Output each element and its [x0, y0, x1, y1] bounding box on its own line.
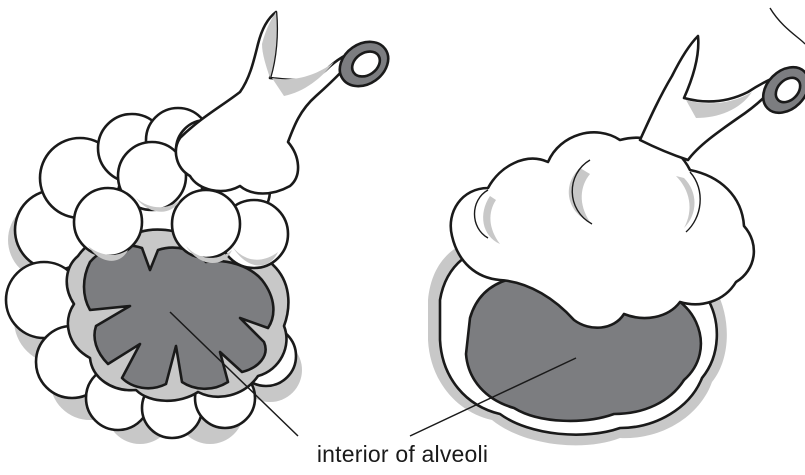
- right-alveolar-sac: [428, 8, 805, 445]
- left-bronchiole-opening: [331, 33, 397, 96]
- interior-of-alveoli-label: interior of alveoli: [0, 441, 805, 468]
- left-alveolar-sac: [6, 12, 397, 444]
